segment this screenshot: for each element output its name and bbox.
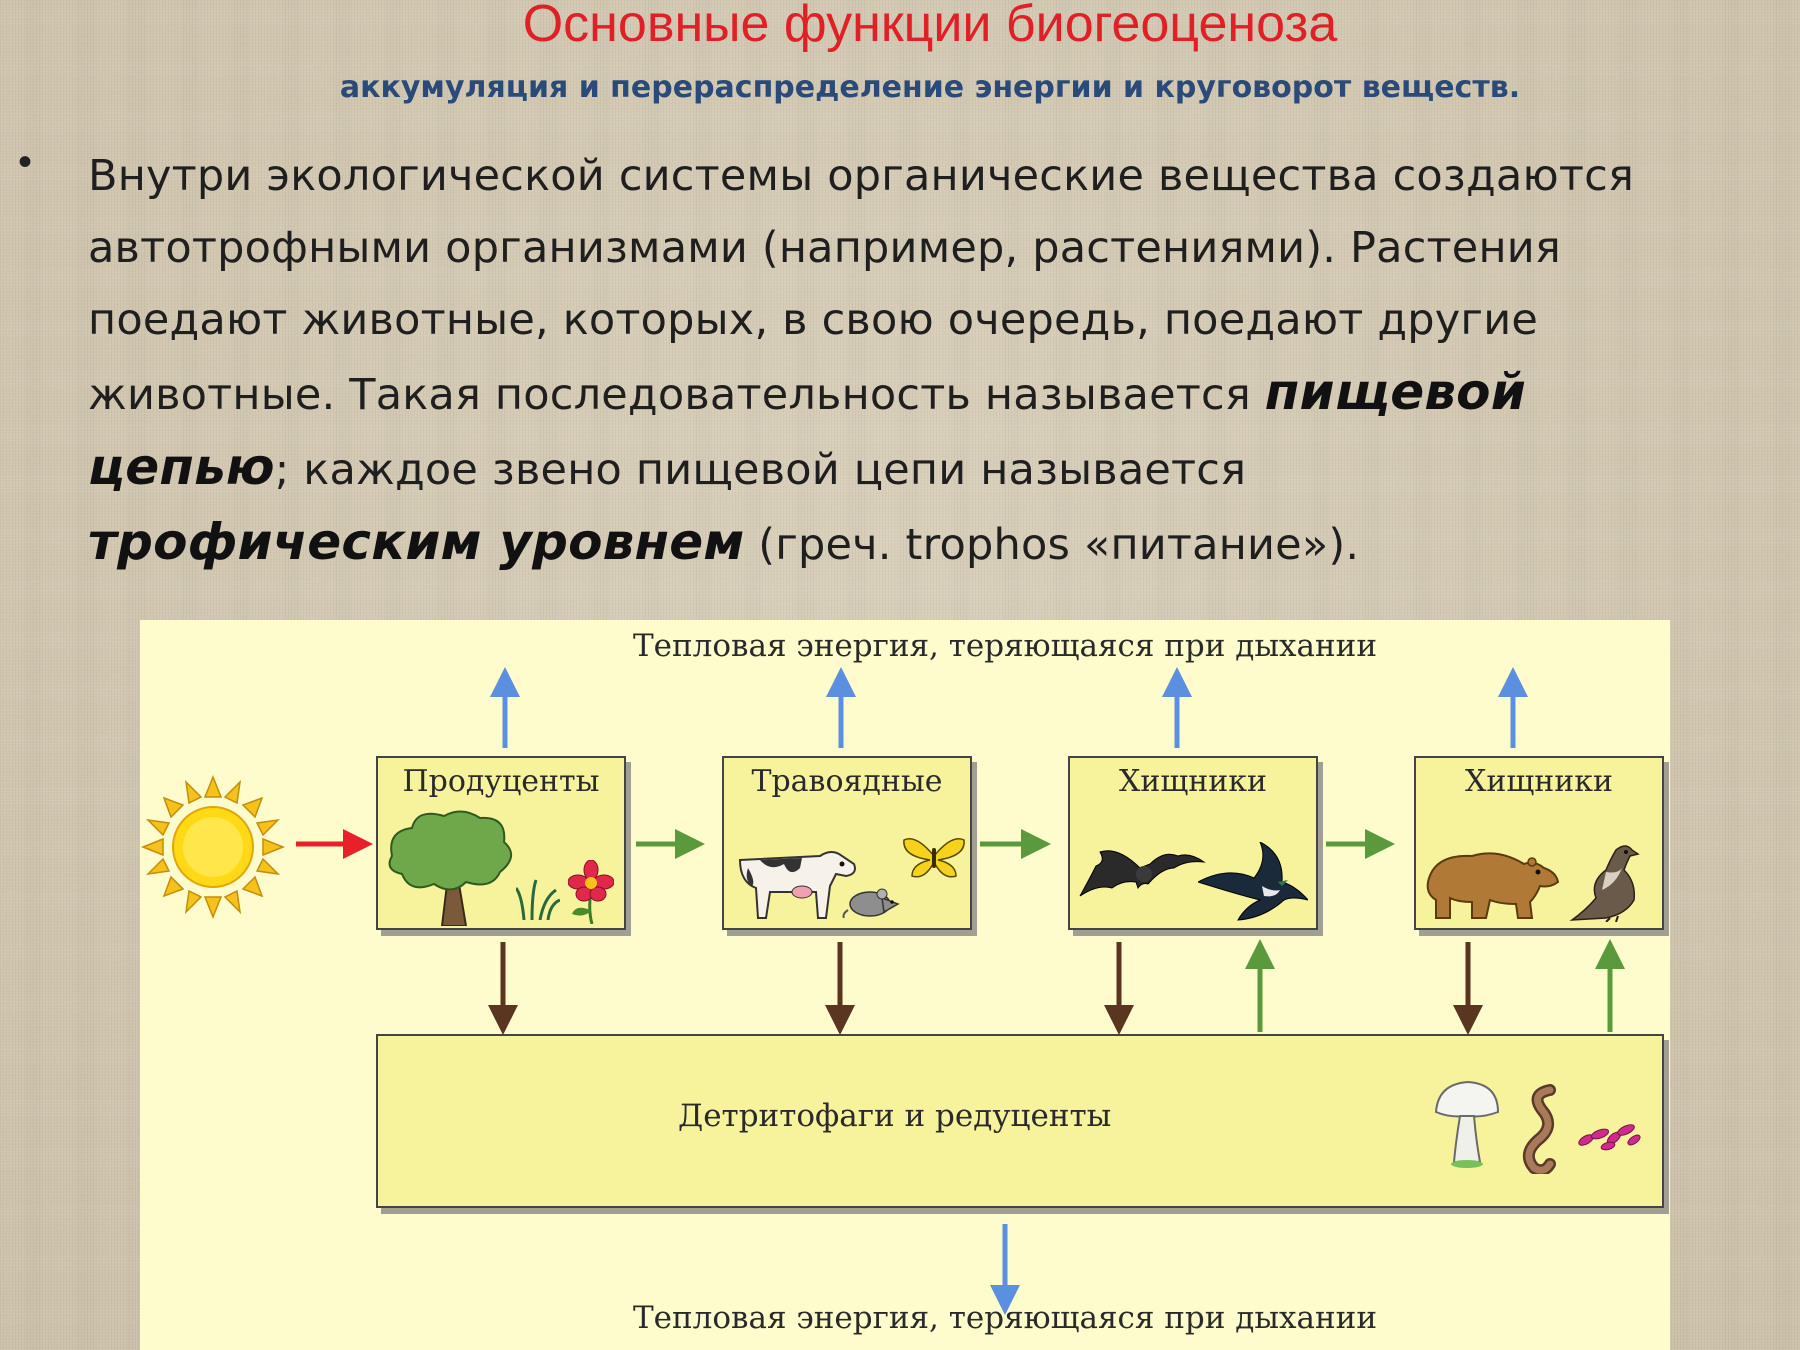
box-producers-label: Продуценты (402, 764, 600, 799)
paragraph-text: ; каждое звено пищевой цепи называется (274, 445, 1247, 495)
bear-icon (1426, 852, 1560, 919)
term-food-chain-2: цепью (88, 438, 275, 496)
paragraph-line-1: Внутри экологической системы органически… (88, 151, 1635, 201)
box-herbivores: Травоядные (722, 756, 972, 930)
butterfly-icon (903, 838, 965, 878)
paragraph-text: (греч. trophos «питание»). (744, 520, 1360, 570)
paragraph-line-2: автотрофными организмами (например, раст… (88, 223, 1561, 273)
box-predators-1-label: Хищники (1119, 764, 1267, 799)
page-subtitle: аккумуляция и перераспределение энергии … (339, 70, 1521, 105)
flower-icon (568, 860, 614, 924)
box-herbivores-label: Травоядные (751, 764, 943, 799)
grass-icon (516, 879, 560, 920)
bacteria-icon (1578, 1124, 1641, 1151)
paragraph-line-6: трофическим уровнем (греч. trophos «пита… (88, 506, 1800, 581)
paragraph-line-4: животные. Такая последовательность назыв… (88, 356, 1800, 431)
vulture-icon (1569, 845, 1640, 922)
diagram-arrows (296, 667, 1625, 1315)
heat-label-top: Тепловая энергия, теряющаяся при дыхании (632, 628, 1377, 664)
body-paragraph: Внутри экологической системы органически… (88, 140, 1800, 581)
box-predators-2: Хищники (1414, 756, 1664, 930)
decomposers-label: Детритофаги и редуценты (678, 1098, 1112, 1134)
food-chain-diagram: Тепловая энергия, теряющаяся при дыхании… (140, 620, 1670, 1350)
box-decomposers: Детритофаги и редуценты (376, 1034, 1664, 1208)
tree-icon (388, 810, 512, 926)
heat-label-bottom: Тепловая энергия, теряющаяся при дыхании (632, 1300, 1377, 1336)
box-producers: Продуценты (376, 756, 626, 930)
bullet-marker: • (18, 140, 33, 184)
bat-icon (1079, 850, 1206, 897)
box-predators-2-label: Хищники (1465, 764, 1613, 799)
paragraph-line-3: поедают животные, которых, в свою очеред… (88, 295, 1539, 345)
paragraph-text: животные. Такая последовательность назыв… (88, 370, 1265, 420)
sun-icon (140, 774, 286, 920)
paragraph-line-5: цепью; каждое звено пищевой цепи называе… (88, 431, 1800, 506)
cow-icon (738, 851, 856, 919)
term-food-chain-1: пищевой (1264, 363, 1526, 421)
mouse-icon (842, 888, 900, 918)
swallow-icon (1198, 842, 1308, 921)
box-predators-1: Хищники (1068, 756, 1318, 930)
term-trophic-level: трофическим уровнем (88, 513, 745, 571)
page-title: Основные функции биогеоценоза (522, 0, 1338, 53)
worm-icon (1522, 1084, 1556, 1174)
mushroom-icon (1434, 1080, 1500, 1168)
